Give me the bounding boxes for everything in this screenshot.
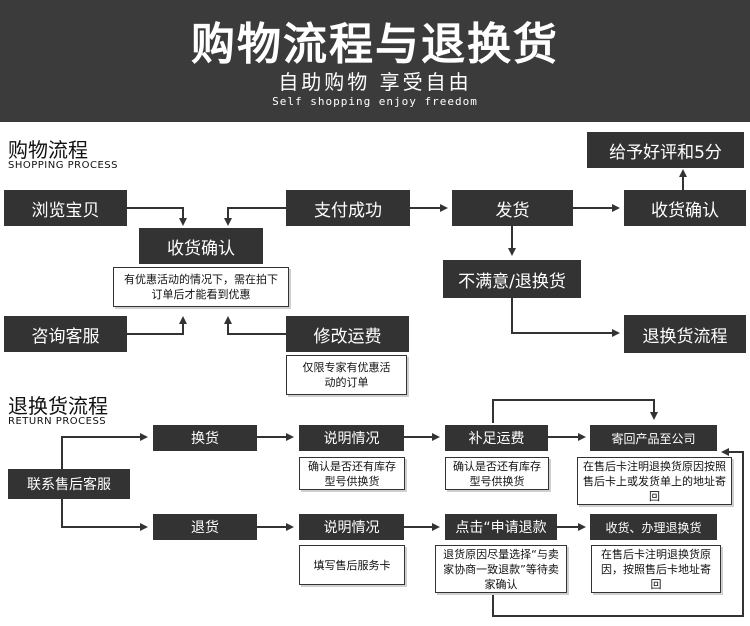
receive-handle-note: 在售后卡注明退换货原因，按照售后卡地址寄回 bbox=[591, 545, 721, 593]
apply-refund-note: 退货原因尽量选择“与卖家协商一致退款”等待卖家确认 bbox=[435, 545, 567, 593]
shopping-section-title-en: SHOPPING PROCESS bbox=[8, 160, 119, 171]
consult-box: 咨询客服 bbox=[4, 316, 127, 352]
page-subtitle: 自助购物 享受自由 bbox=[278, 70, 472, 94]
returns-section-title: 退换货流程 bbox=[8, 394, 108, 418]
dissatisfied-box: 不满意/退换货 bbox=[443, 260, 581, 298]
send-back-note: 在售后卡注明退换货原因按照售后卡上或发货单上的地址寄回 bbox=[577, 457, 732, 505]
refund-note: 填写售后服务卡 bbox=[299, 545, 405, 585]
explain-box-refund: 说明情况 bbox=[299, 514, 404, 540]
send-back-box: 寄回产品至公司 bbox=[590, 425, 717, 451]
arrow-top-loop bbox=[492, 399, 658, 423]
ship-box: 发货 bbox=[452, 190, 573, 226]
modify-shipping-box: 修改运费 bbox=[286, 316, 409, 352]
contact-service-box: 联系售后客服 bbox=[8, 469, 130, 499]
line-service-branch bbox=[61, 433, 148, 469]
arrow-browse-to-confirm bbox=[127, 207, 187, 226]
modify-shipping-note: 仅限专家有优惠活动的订单 bbox=[286, 355, 407, 395]
arrow-bottom-loop bbox=[492, 448, 744, 617]
explain-box-exchange: 说明情况 bbox=[299, 425, 404, 451]
refund-box: 退货 bbox=[153, 514, 257, 540]
arrow-consult-to-confirm bbox=[127, 316, 187, 335]
header-banner: 购物流程与退换货 自助购物 享受自由 Self shopping enjoy f… bbox=[0, 0, 750, 122]
receive-handle-box: 收货、办理退换货 bbox=[590, 514, 717, 540]
pay-shipping-note: 确认是否还有库存型号供换货 bbox=[445, 457, 549, 490]
exchange-box: 换货 bbox=[153, 425, 257, 451]
browse-box: 浏览宝贝 bbox=[4, 190, 127, 226]
exchange-note: 确认是否还有库存型号供换货 bbox=[299, 457, 405, 490]
page-subtitle-en: Self shopping enjoy freedom bbox=[272, 95, 478, 108]
pay-success-box: 支付成功 bbox=[286, 190, 410, 226]
returns-section-title-en: RETURN PROCESS bbox=[8, 416, 107, 427]
arrow-modify-to-confirm bbox=[224, 316, 286, 335]
apply-refund-box: 点击“申请退款 bbox=[445, 514, 557, 540]
page-title: 购物流程与退换货 bbox=[191, 19, 559, 70]
receive-confirm-box: 收货确认 bbox=[624, 190, 746, 226]
arrow-dissatisfied-to-returnflow bbox=[511, 298, 620, 337]
confirm-receipt-box: 收货确认 bbox=[139, 228, 263, 264]
line-service-branch-2 bbox=[61, 487, 148, 531]
return-flow-box: 退换货流程 bbox=[624, 315, 746, 353]
good-review-box: 给予好评和5分 bbox=[587, 132, 744, 168]
confirm-receipt-note: 有优惠活动的情况下，需在拍下订单后才能看到优惠 bbox=[113, 267, 289, 307]
pay-shipping-box: 补足运费 bbox=[445, 425, 548, 451]
arrow-pay-to-confirm bbox=[224, 207, 286, 226]
shopping-section-title: 购物流程 bbox=[8, 138, 88, 162]
